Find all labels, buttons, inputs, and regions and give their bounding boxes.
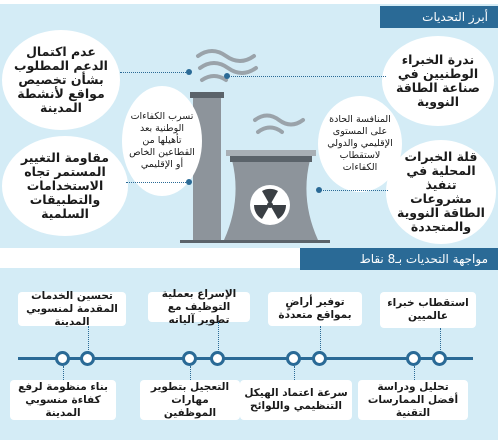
connector-dot [224,73,230,79]
solution-box: تحليل ودراسة أفضل الممارسات التقنية [358,380,468,420]
connector [120,72,188,73]
challenge-expert-scarcity: ندرة الخبراء الوطنيين في صناعة الطاقة ال… [382,36,494,126]
solution-text: الإسراع بعملية التوظيف مع تطوير آلياته [161,287,237,326]
connector-dot [316,187,322,193]
solution-text: تحسين الخدمات المقدمة لمنسوبي المدينة [26,289,118,328]
solution-text: استقطاب خبراء عالميين [387,297,469,322]
solution-text: التعجيل بتطوير مهارات الموظفين [150,380,230,419]
connector [63,366,64,380]
timeline-node [80,351,95,366]
solution-box: تحسين الخدمات المقدمة لمنسوبي المدينة [18,289,126,328]
connector [126,182,190,183]
challenge-talent-leak: تسرب الكفاءات الوطنية بعد تأهيلها من الق… [122,86,202,196]
connector [318,190,388,191]
solution-box: سرعة اعتماد الهيكل التنظيمي واللوائح [240,380,352,420]
timeline-node [210,351,225,366]
challenge-text: مقاومة التغيير المستمر تجاه الاستخدامات … [21,150,109,221]
timeline-line [18,357,473,360]
connector [88,326,89,352]
connector [320,326,321,352]
connector [440,328,441,352]
solution-box: توفير أراضٍ بمواقع متعددة [268,292,362,326]
solution-text: سرعة اعتماد الهيكل التنظيمي واللوائح [244,387,348,412]
timeline-node [55,351,70,366]
challenges-header: أبرز التحديات [380,6,498,28]
connector [226,76,386,77]
challenge-resistance: مقاومة التغيير المستمر تجاه الاستخدامات … [2,136,128,236]
timeline-node [182,351,197,366]
solution-text: تحليل ودراسة أفضل الممارسات التقنية [367,380,459,419]
timeline-node [286,351,301,366]
challenge-text: قلة الخبرات المحلية في تنفيذ مشروعات الط… [397,149,485,234]
solution-text: بناء منظومة لرفع كفاءة منسوبي المدينة [18,380,108,419]
challenge-text: تسرب الكفاءات الوطنية بعد تأهيلها من الق… [129,111,195,170]
solution-box: التعجيل بتطوير مهارات الموظفين [140,380,240,420]
nuclear-plant-illustration [180,49,330,243]
solutions-header: مواجهة التحديات بـ8 نقاط [300,248,498,270]
connector [414,366,415,380]
challenge-text: عدم اكتمال الدعم المطلوب بشأن تخصيص مواق… [14,44,108,115]
timeline-node [312,351,327,366]
challenge-competition: المنافسة الحادة على المستوى الإقليمي وال… [318,96,402,192]
connector [294,366,295,380]
challenge-text: ندرة الخبراء الوطنيين في صناعة الطاقة ال… [396,52,480,109]
solution-box: استقطاب خبراء عالميين [380,292,476,328]
connector [190,366,191,380]
challenge-local-expertise: قلة الخبرات المحلية في تنفيذ مشروعات الط… [386,140,496,244]
solution-box: الإسراع بعملية التوظيف مع تطوير آلياته [148,288,250,326]
challenge-site-allocation: عدم اكتمال الدعم المطلوب بشأن تخصيص مواق… [2,30,120,130]
connector-dot [186,69,192,75]
timeline-node [432,351,447,366]
connector-dot [186,179,192,185]
solution-text: توفير أراضٍ بمواقع متعددة [278,296,352,321]
solution-box: بناء منظومة لرفع كفاءة منسوبي المدينة [10,380,116,420]
timeline-node [406,351,421,366]
challenge-text: المنافسة الحادة على المستوى الإقليمي وال… [327,114,393,173]
connector [218,322,219,352]
